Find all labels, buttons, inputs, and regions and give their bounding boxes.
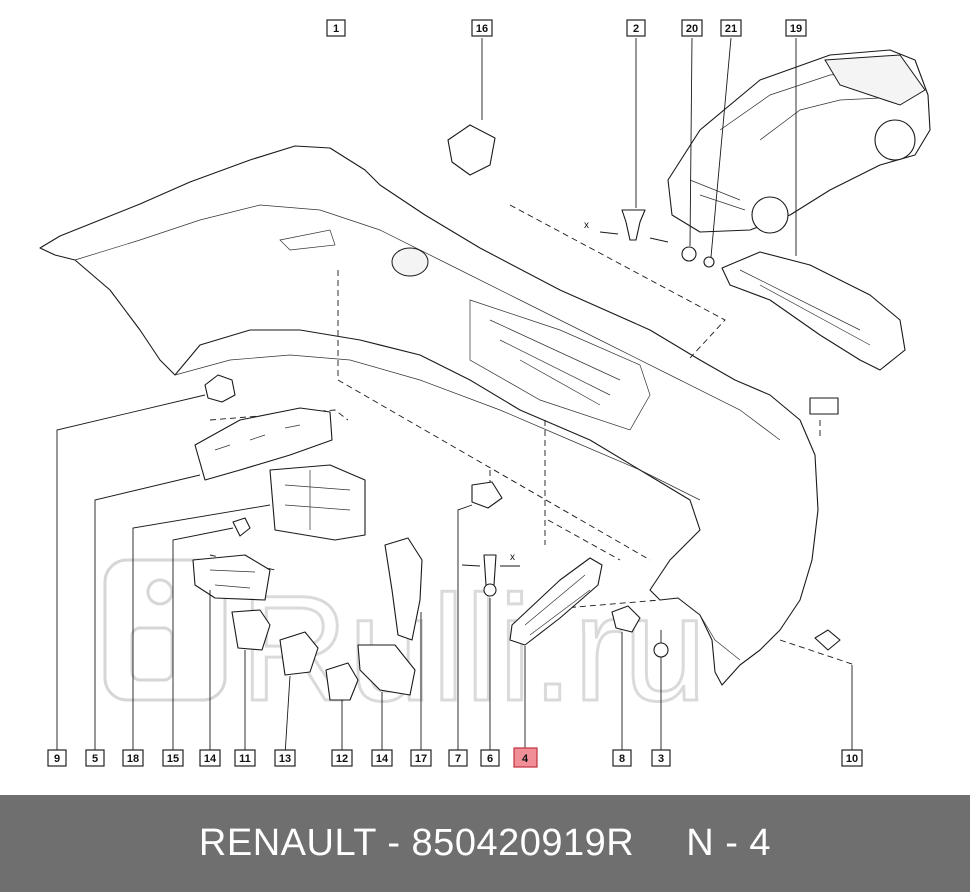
svg-text:15: 15 bbox=[167, 753, 179, 765]
svg-text:1: 1 bbox=[333, 23, 339, 35]
svg-text:9: 9 bbox=[54, 753, 60, 765]
callout-19[interactable]: 19 bbox=[785, 19, 807, 37]
callout-5[interactable]: 5 bbox=[85, 749, 105, 767]
callout-10[interactable]: 10 bbox=[841, 749, 863, 767]
parts-diagram: Rulli.ru bbox=[39, 19, 931, 768]
axis-x-marker-bottom: x bbox=[510, 552, 515, 563]
svg-text:14: 14 bbox=[204, 753, 217, 765]
part-12-cap bbox=[325, 662, 359, 755]
fasteners-top: x bbox=[584, 37, 732, 268]
part-6-screw: x bbox=[461, 552, 520, 755]
callout-4-highlighted[interactable]: 4 bbox=[513, 747, 538, 768]
callout-18[interactable]: 18 bbox=[122, 749, 144, 767]
car-thumbnail bbox=[667, 49, 931, 234]
part-18-block bbox=[132, 464, 366, 755]
callout-14-right[interactable]: 14 bbox=[371, 749, 393, 767]
svg-text:11: 11 bbox=[239, 753, 251, 765]
part-8-clip bbox=[611, 605, 641, 755]
svg-text:14: 14 bbox=[376, 753, 389, 765]
part-3-nut bbox=[653, 630, 669, 755]
part-11-holder bbox=[231, 609, 271, 755]
part-16-cover bbox=[447, 38, 496, 176]
svg-text:8: 8 bbox=[619, 753, 625, 765]
callout-9[interactable]: 9 bbox=[47, 749, 67, 767]
part-4-bracket bbox=[509, 557, 603, 755]
callout-20[interactable]: 20 bbox=[681, 19, 703, 37]
callout-8[interactable]: 8 bbox=[612, 749, 632, 767]
part-9-clip bbox=[56, 374, 236, 755]
part-number-text: RENAULT - 850420919R bbox=[198, 822, 635, 864]
part-5-bracket bbox=[94, 407, 333, 755]
callout-11[interactable]: 11 bbox=[234, 749, 256, 767]
callout-6[interactable]: 6 bbox=[480, 749, 500, 767]
svg-text:18: 18 bbox=[127, 753, 139, 765]
svg-text:2: 2 bbox=[633, 23, 639, 35]
rear-bumper bbox=[39, 145, 819, 686]
callout-7[interactable]: 7 bbox=[448, 749, 468, 767]
part-17-guide bbox=[384, 537, 423, 755]
svg-text:13: 13 bbox=[279, 753, 291, 765]
part-15-screw bbox=[172, 517, 251, 755]
part-19-trim bbox=[721, 38, 906, 371]
svg-text:12: 12 bbox=[336, 753, 348, 765]
svg-text:10: 10 bbox=[846, 753, 858, 765]
callout-21[interactable]: 21 bbox=[720, 19, 742, 37]
callout-12[interactable]: 12 bbox=[331, 749, 353, 767]
callout-17[interactable]: 17 bbox=[410, 749, 432, 767]
svg-text:16: 16 bbox=[476, 23, 488, 35]
callout-1[interactable]: 1 bbox=[326, 19, 346, 37]
callout-16[interactable]: 16 bbox=[471, 19, 493, 37]
svg-text:19: 19 bbox=[790, 23, 802, 35]
callout-3[interactable]: 3 bbox=[651, 749, 671, 767]
callout-13[interactable]: 13 bbox=[274, 749, 296, 767]
svg-text:3: 3 bbox=[658, 753, 664, 765]
sticker bbox=[809, 397, 839, 415]
callout-2[interactable]: 2 bbox=[626, 19, 646, 37]
svg-text:17: 17 bbox=[415, 753, 427, 765]
position-reference-text: N - 4 bbox=[686, 822, 772, 864]
part-14-bracket-left bbox=[192, 554, 271, 755]
part-13-cap bbox=[279, 631, 319, 756]
svg-text:20: 20 bbox=[686, 23, 698, 35]
part-number-footer: RENAULT - 850420919R N - 4 bbox=[0, 795, 970, 892]
part-10-clip bbox=[814, 629, 853, 755]
svg-text:4: 4 bbox=[522, 753, 529, 765]
callout-14-left[interactable]: 14 bbox=[199, 749, 221, 767]
part-7-clip bbox=[457, 481, 503, 755]
svg-text:7: 7 bbox=[455, 753, 461, 765]
svg-text:5: 5 bbox=[92, 753, 98, 765]
callout-15[interactable]: 15 bbox=[162, 749, 184, 767]
svg-text:6: 6 bbox=[487, 753, 493, 765]
part-14-bracket-right bbox=[357, 644, 416, 755]
axis-x-marker-top: x bbox=[584, 220, 589, 231]
svg-text:21: 21 bbox=[725, 23, 737, 35]
